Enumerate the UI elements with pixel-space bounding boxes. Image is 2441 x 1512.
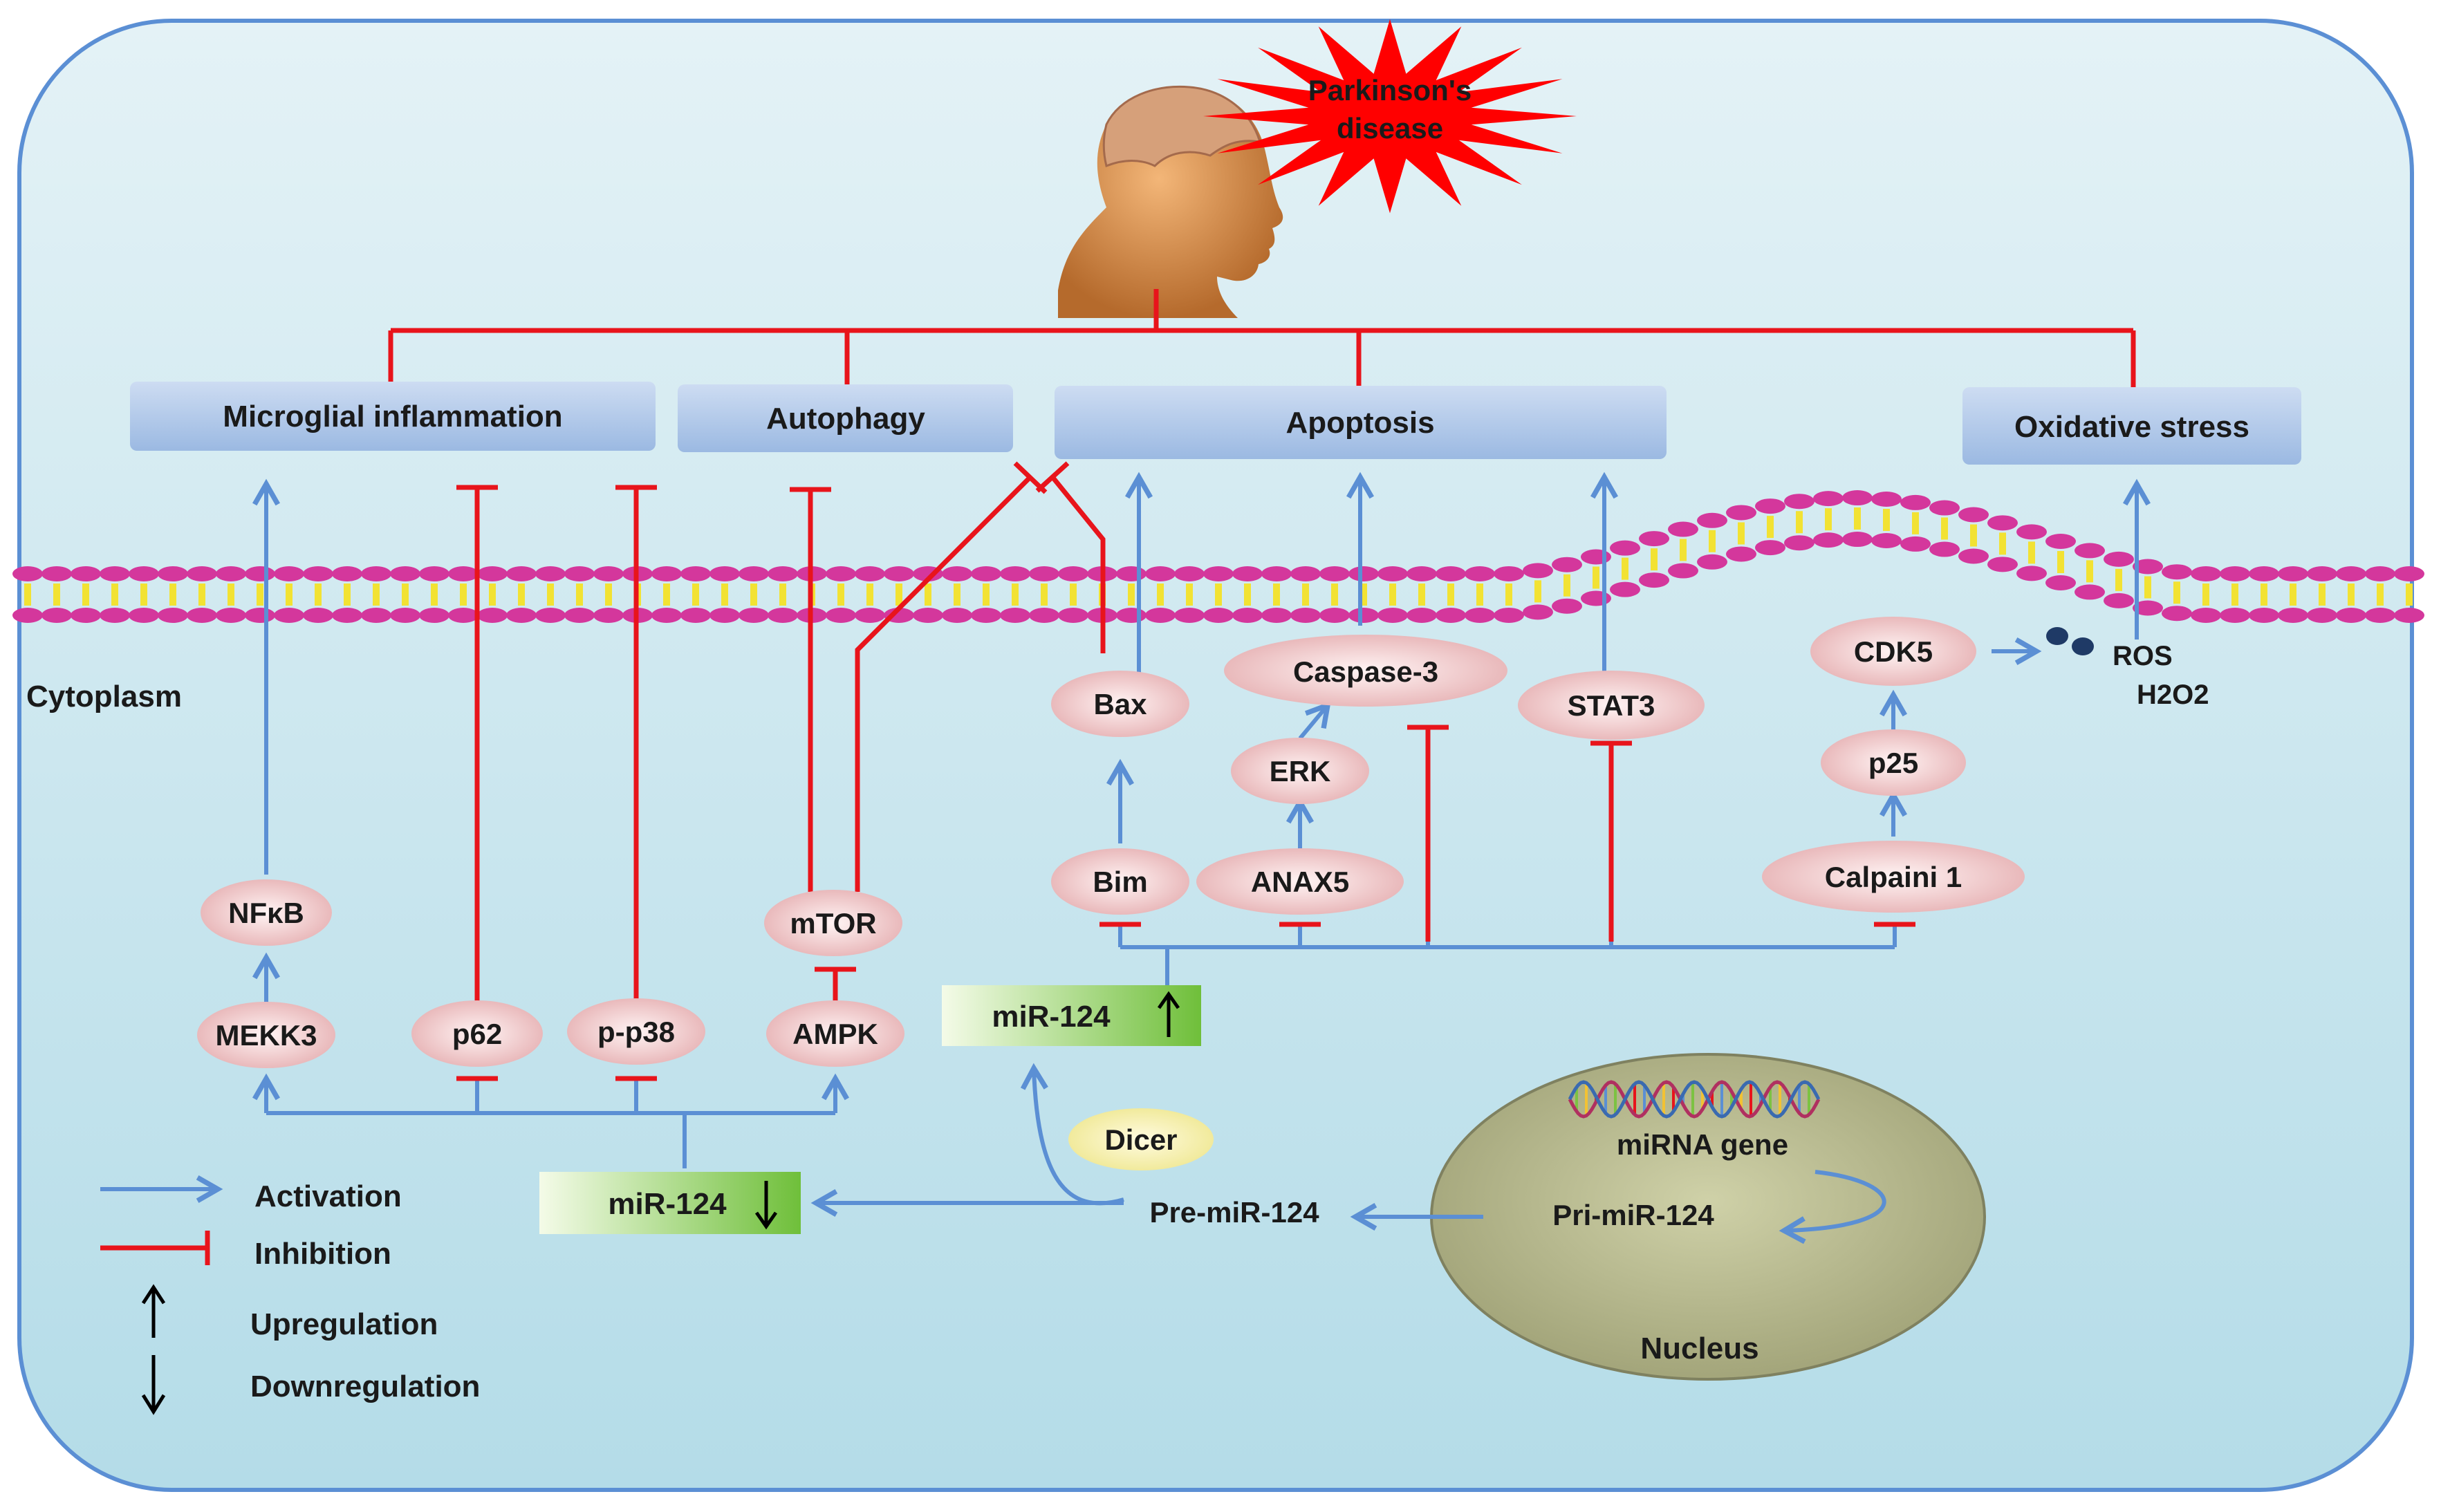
pre-mir124-label: Pre-miR-124 xyxy=(1149,1196,1319,1229)
node-p62-label: p62 xyxy=(452,1018,502,1050)
disease-branches xyxy=(388,289,2136,389)
dicer-label: Dicer xyxy=(1104,1123,1177,1156)
legend-up-arrow-icon xyxy=(141,1284,166,1338)
node-mtor-label: mTOR xyxy=(790,907,876,940)
dicer-enzyme: Dicer xyxy=(1068,1108,1214,1170)
mir124-up-label: miR-124 xyxy=(992,1000,1111,1034)
legend-inhibition: Inhibition xyxy=(254,1237,391,1271)
burst-line1: Parkinson's xyxy=(1308,74,1472,106)
upregulation-arrow-icon xyxy=(1157,991,1180,1037)
mir124-up-box: miR-124 xyxy=(942,985,1201,1046)
mir124-down-box: miR-124 xyxy=(539,1172,801,1234)
node-mekk3: MEKK3 xyxy=(197,1002,335,1068)
mirna-gene-label: miRNA gene xyxy=(1617,1128,1788,1161)
process-oxidative-label: Oxidative stress xyxy=(2014,410,2249,444)
legend: Activation Inhibition Upregulation Downr… xyxy=(100,1175,480,1415)
node-cdk5-label: CDK5 xyxy=(1854,635,1933,668)
ros-molecule-icon xyxy=(2046,627,2094,655)
node-p25-label: p25 xyxy=(1868,747,1918,779)
human-head-icon xyxy=(1058,85,1283,318)
node-mekk3-label: MEKK3 xyxy=(215,1019,317,1052)
downregulation-arrow-icon xyxy=(754,1181,778,1230)
activation-edges xyxy=(252,472,2151,1244)
node-nfkb: NFκB xyxy=(201,879,332,946)
pri-mir124-label: Pri-miR-124 xyxy=(1552,1199,1714,1231)
cytoplasm-label: Cytoplasm xyxy=(26,680,182,713)
parkinsons-burst: Parkinson's disease xyxy=(1203,19,1577,214)
burst-line2: disease xyxy=(1337,112,1443,144)
node-calpain: Calpaini 1 xyxy=(1762,841,2025,913)
node-p25: p25 xyxy=(1821,729,1966,796)
process-autophagy: Autophagy xyxy=(678,384,1013,452)
legend-activation: Activation xyxy=(254,1179,402,1213)
node-bim-label: Bim xyxy=(1093,866,1147,898)
process-apoptosis: Apoptosis xyxy=(1055,386,1667,459)
node-erk: ERK xyxy=(1231,738,1369,804)
node-stat3: STAT3 xyxy=(1518,671,1705,740)
legend-upregulation: Upregulation xyxy=(250,1307,438,1341)
process-oxidative: Oxidative stress xyxy=(1962,387,2301,465)
node-bax-label: Bax xyxy=(1093,688,1147,720)
node-ampk-label: AMPK xyxy=(792,1018,878,1050)
node-p62: p62 xyxy=(411,1000,543,1067)
node-pp38: p-p38 xyxy=(567,998,705,1065)
node-bim: Bim xyxy=(1051,848,1189,915)
node-bax: Bax xyxy=(1051,671,1189,737)
process-microglial: Microglial inflammation xyxy=(130,382,656,451)
node-erk-label: ERK xyxy=(1270,755,1331,787)
node-calpain-label: Calpaini 1 xyxy=(1825,861,1962,893)
node-anax5-label: ANAX5 xyxy=(1251,866,1349,898)
process-microglial-label: Microglial inflammation xyxy=(223,400,562,433)
node-mtor: mTOR xyxy=(764,890,902,956)
node-nfkb-label: NFκB xyxy=(228,897,304,929)
nucleus-label: Nucleus xyxy=(1640,1332,1758,1365)
h2o2-label: H2O2 xyxy=(2137,680,2209,710)
legend-down-arrow-icon xyxy=(141,1355,166,1415)
node-ampk: AMPK xyxy=(766,1000,904,1067)
legend-inhibition-symbol xyxy=(100,1231,210,1265)
legend-downregulation: Downregulation xyxy=(250,1370,480,1403)
node-anax5: ANAX5 xyxy=(1196,848,1404,915)
mir124-down-label: miR-124 xyxy=(608,1187,727,1221)
node-caspase3: Caspase-3 xyxy=(1224,635,1507,707)
node-cdk5: CDK5 xyxy=(1810,617,1976,686)
node-caspase3-label: Caspase-3 xyxy=(1293,655,1438,688)
inhibition-edges xyxy=(456,461,1915,1081)
ros-label: ROS xyxy=(2113,641,2173,671)
process-apoptosis-label: Apoptosis xyxy=(1286,406,1434,440)
node-stat3-label: STAT3 xyxy=(1568,689,1655,722)
node-pp38-label: p-p38 xyxy=(597,1016,675,1048)
dna-icon xyxy=(1568,1080,1821,1119)
process-autophagy-label: Autophagy xyxy=(766,402,925,436)
